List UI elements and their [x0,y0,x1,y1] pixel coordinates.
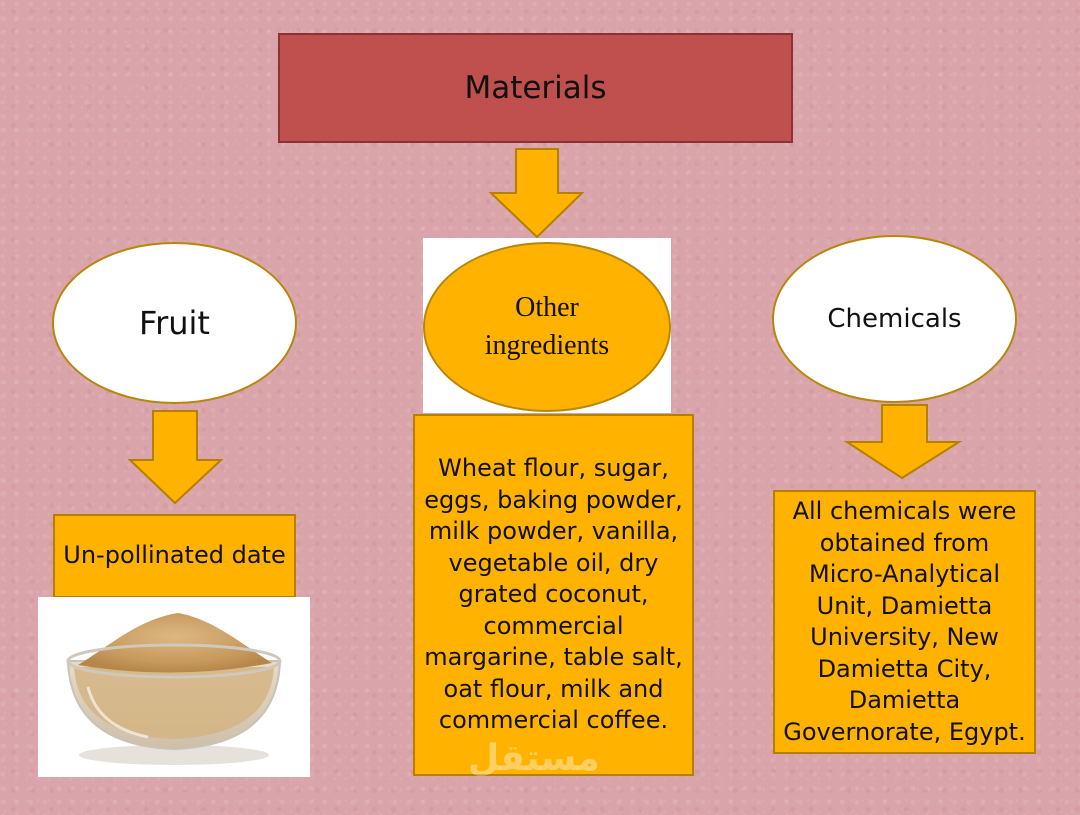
chemicals-line: Damietta City, [817,654,992,683]
chemicals-line: Governorate, Egypt. [783,717,1026,746]
ingredients-line: commercial [483,611,624,640]
ingredients-line: Wheat flour, sugar, [438,454,669,483]
other-ingredients-label-line2: ingredients [484,330,610,361]
title-text: Materials [464,70,607,106]
title-box: Materials [278,33,793,143]
ingredients-line: milk powder, vanilla, [428,517,679,546]
ingredients-line: margarine, table salt, [424,643,683,672]
fruit-label: Fruit [139,304,210,342]
chemicals-line: Damietta [848,686,961,714]
chemicals-line: obtained from [819,528,990,557]
fruit-node: Fruit [52,242,297,404]
arrow-down-icon [843,404,963,480]
date-powder-image [38,597,310,777]
ingredients-line: eggs, baking powder, [424,485,683,514]
arrow-down-icon [488,148,585,239]
other-ingredients-label-line1: Other [515,292,579,323]
ingredients-line: commercial coffee. [438,706,669,735]
chemicals-line: University, New [810,623,999,651]
chemicals-node: Chemicals [772,235,1017,403]
chemicals-detail-box: All chemicals were obtained from Micro-A… [773,490,1036,754]
fruit-detail-box: Un-pollinated date [53,514,296,598]
ingredients-line: oat flour, milk and [443,674,664,703]
other-ingredients-node: Other ingredients [423,242,671,412]
watermark-logo: مستقل [468,738,600,779]
arrow-down-icon [127,410,224,505]
ingredients-line: vegetable oil, dry [448,548,659,577]
chemicals-line: All chemicals were [792,497,1017,525]
ingredients-line: grated coconut, [458,580,649,609]
bowl-of-date-powder-icon [66,613,282,765]
fruit-detail-text: Un-pollinated date [63,541,286,570]
chemicals-line: Unit, Damietta [816,591,993,620]
chemicals-line: Micro-Analytical [808,560,1001,588]
other-ingredients-detail-box: Wheat flour, sugar, eggs, baking powder,… [413,414,694,776]
chemicals-label: Chemicals [827,304,962,334]
